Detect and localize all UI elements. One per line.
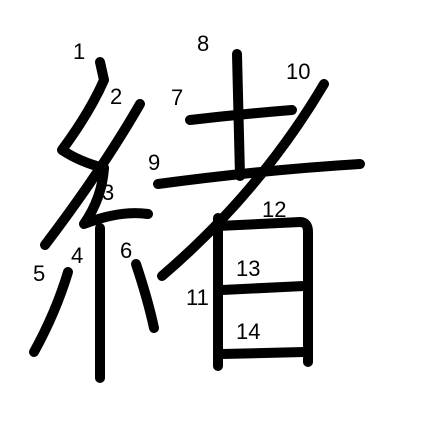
stroke-number-11: 11 <box>186 285 209 310</box>
stroke-10 <box>157 79 329 281</box>
stroke-number-5: 5 <box>33 261 46 286</box>
stroke-number-10: 10 <box>286 59 311 84</box>
stroke-number-6: 6 <box>120 238 133 263</box>
stroke-1 <box>57 57 109 173</box>
stroke-12 <box>213 217 313 367</box>
stroke-13 <box>217 281 309 295</box>
stroke-number-9: 9 <box>148 150 161 175</box>
stroke-5 <box>29 267 73 357</box>
stroke-number-7: 7 <box>171 85 184 110</box>
stroke-number-4: 4 <box>71 243 84 268</box>
stroke-number-1: 1 <box>73 39 86 64</box>
stroke-number-12: 12 <box>262 197 287 222</box>
stroke-3 <box>79 163 153 229</box>
stroke-14 <box>217 347 309 359</box>
stroke-6 <box>131 259 159 333</box>
stroke-number-2: 2 <box>110 84 123 109</box>
stroke-2 <box>40 99 145 250</box>
stroke-number-8: 8 <box>197 31 210 56</box>
stroke-8 <box>232 49 245 181</box>
stroke-number-3: 3 <box>102 180 115 205</box>
stroke-number-13: 13 <box>236 256 261 281</box>
stroke-number-14: 14 <box>236 319 261 344</box>
